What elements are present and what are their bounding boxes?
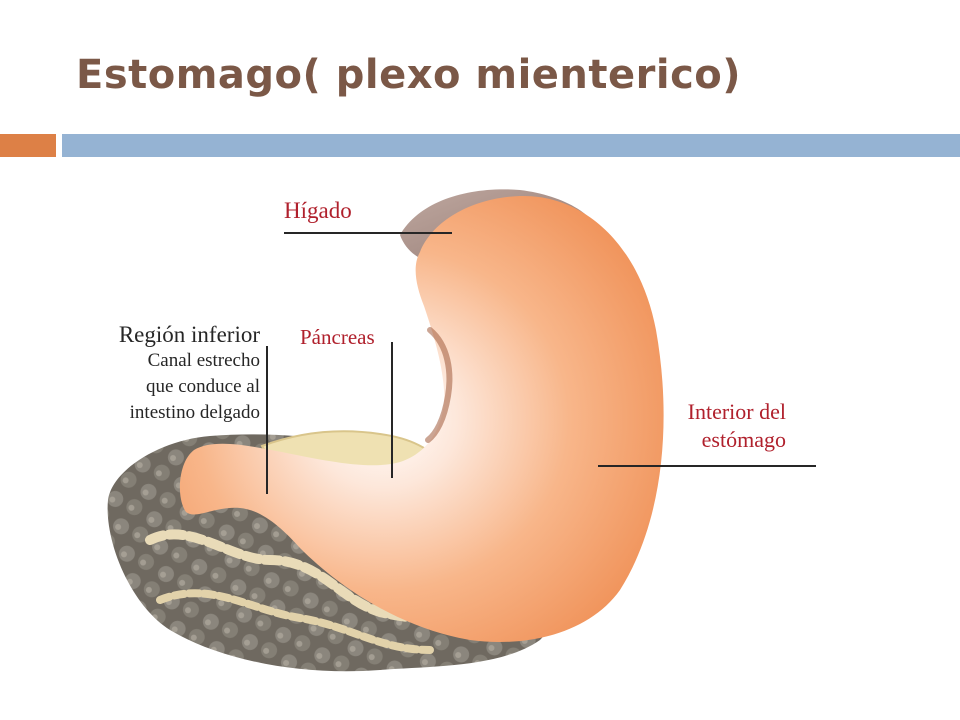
label-stomach-interior-2: estómago <box>701 427 786 452</box>
title-accent-bar-blue <box>62 134 960 157</box>
label-lower-region-desc-3: intestino delgado <box>129 402 260 423</box>
label-liver: Hígado <box>284 198 352 223</box>
leader-lines <box>266 232 816 494</box>
label-lower-region-desc-2: que conduce al <box>146 376 260 397</box>
label-pancreas: Páncreas <box>300 325 375 349</box>
stomach-illustration <box>107 189 816 672</box>
label-lower-region-title: Región inferior <box>118 322 260 347</box>
title-accent-bar-orange <box>0 134 56 157</box>
label-lower-region-desc-1: Canal estrecho <box>147 350 260 371</box>
slide-title: Estomago( plexo mienterico) <box>76 52 742 98</box>
label-stomach-interior-1: Interior del <box>687 399 786 424</box>
stomach-shape <box>179 195 664 642</box>
stomach-rugae-shading <box>425 327 453 443</box>
